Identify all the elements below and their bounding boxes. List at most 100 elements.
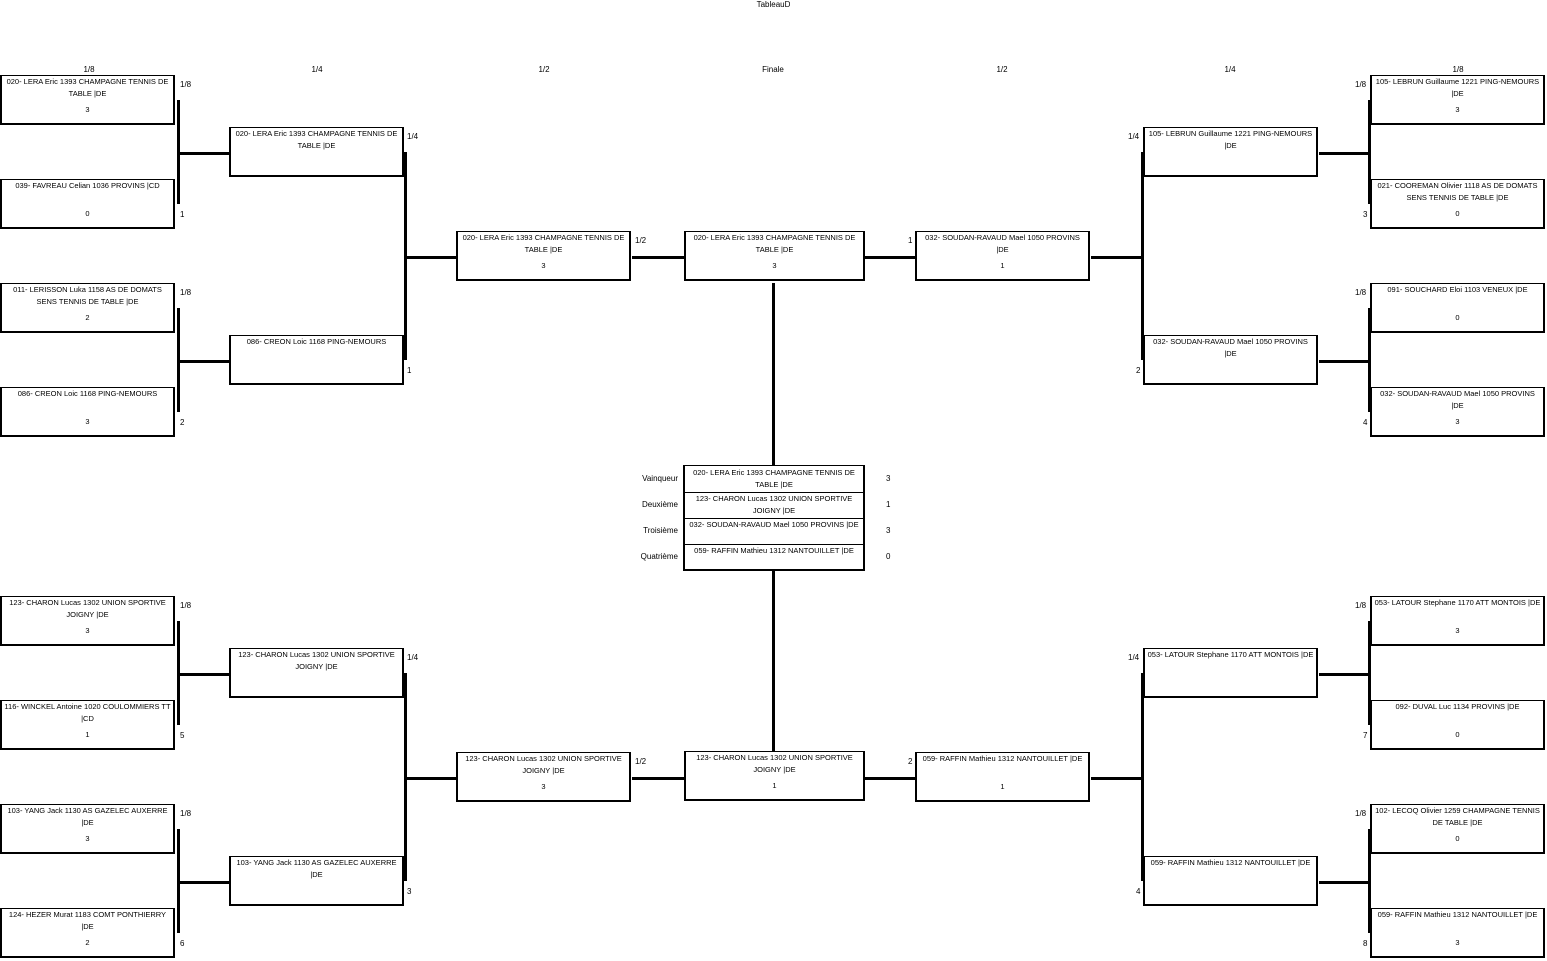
bracket-side-label: 1/8 <box>1355 809 1367 818</box>
podium-score: 3 <box>886 526 891 535</box>
bracket-connector <box>177 829 180 933</box>
bracket-side-label: 1/4 <box>407 132 419 141</box>
player-name: 039- FAVREAU Celian 1036 PROVINS |CD <box>15 181 160 190</box>
player-score: 3 <box>85 626 90 635</box>
bracket-connector <box>407 777 456 780</box>
bracket-connector <box>177 621 180 725</box>
podium-box: 020- LERA Eric 1393 CHAMPAGNE TENNIS DE … <box>683 465 865 571</box>
bracket-connector <box>772 571 775 751</box>
bracket-side-label: 4 <box>1136 887 1141 896</box>
match-box: 091- SOUCHARD Eloi 1103 VENEUX |DE 0 <box>1370 283 1545 333</box>
podium-place-label: Vainqueur <box>642 474 678 483</box>
player-name: 011- LERISSON Luka 1158 AS DE DOMATS SEN… <box>13 285 162 306</box>
player-name: 053- LATOUR Stephane 1170 ATT MONTOIS |D… <box>1147 650 1314 659</box>
player-score: 3 <box>85 105 90 114</box>
bracket-side-label: 1/8 <box>180 601 192 610</box>
player-score: 3 <box>1455 626 1460 635</box>
match-box: 020- LERA Eric 1393 CHAMPAGNE TENNIS DE … <box>456 231 631 281</box>
bracket-side-label: 3 <box>1363 210 1368 219</box>
match-box: 123- CHARON Lucas 1302 UNION SPORTIVE JO… <box>0 596 175 646</box>
player-name: 086- CREON Loic 1168 PING-NEMOURS <box>246 337 387 346</box>
player-score: 3 <box>1455 938 1460 947</box>
player-name: 091- SOUCHARD Eloi 1103 VENEUX |DE <box>1387 285 1528 294</box>
player-name: 032- SOUDAN-RAVAUD Mael 1050 PROVINS |DE <box>1380 389 1535 410</box>
match-box: 053- LATOUR Stephane 1170 ATT MONTOIS |D… <box>1370 596 1545 646</box>
podium-place-label: Deuxième <box>641 500 678 509</box>
player-name: 059- RAFFIN Mathieu 1312 NANTOUILLET |DE <box>1150 858 1311 867</box>
podium-place-label: Troisième <box>643 526 678 535</box>
player-score: 3 <box>541 782 546 791</box>
player-score: 0 <box>1455 313 1460 322</box>
match-box: 039- FAVREAU Celian 1036 PROVINS |CD 0 <box>0 179 175 229</box>
bracket-connector <box>1368 829 1371 933</box>
player-score: 3 <box>85 417 90 426</box>
player-name: 124- HEZER Murat 1183 COMT PONTHIERRY |D… <box>8 910 167 931</box>
page-title: TableauD <box>756 0 791 9</box>
bracket-connector <box>632 256 684 259</box>
player-name: 059- RAFFIN Mathieu 1312 NANTOUILLET |DE <box>1377 910 1538 919</box>
player-name: 086- CREON Loic 1168 PING-NEMOURS <box>17 389 158 398</box>
match-box: 020- LERA Eric 1393 CHAMPAGNE TENNIS DE … <box>229 127 404 177</box>
match-box: 020- LERA Eric 1393 CHAMPAGNE TENNIS DE … <box>0 75 175 125</box>
bracket-side-label: 1/8 <box>1355 80 1367 89</box>
bracket-side-label: 1/4 <box>1128 653 1140 662</box>
bracket-connector <box>632 777 684 780</box>
match-box: 124- HEZER Murat 1183 COMT PONTHIERRY |D… <box>0 908 175 958</box>
bracket-connector <box>177 100 180 204</box>
player-score: 3 <box>1455 105 1460 114</box>
bracket-connector <box>1319 360 1368 363</box>
player-name: 020- LERA Eric 1393 CHAMPAGNE TENNIS DE … <box>462 233 625 254</box>
bracket-side-label: 1/8 <box>180 809 192 818</box>
bracket-connector <box>1319 881 1368 884</box>
player-score: 3 <box>772 261 777 270</box>
podium-first-name: 020- LERA Eric 1393 CHAMPAGNE TENNIS DE … <box>693 468 855 489</box>
player-name: 021- COOREMAN Olivier 1118 AS DE DOMATS … <box>1377 181 1538 202</box>
player-name: 020- LERA Eric 1393 CHAMPAGNE TENNIS DE … <box>235 129 398 150</box>
match-box: 020- LERA Eric 1393 CHAMPAGNE TENNIS DE … <box>684 231 865 281</box>
match-box: 123- CHARON Lucas 1302 UNION SPORTIVE JO… <box>456 752 631 802</box>
bracket-connector <box>1141 673 1144 881</box>
bracket-side-label: 2 <box>180 418 185 427</box>
bracket-side-label: 4 <box>1363 418 1368 427</box>
bracket-side-label: 1/8 <box>180 80 192 89</box>
bracket-connector <box>864 777 915 780</box>
bracket-side-label: 1/4 <box>407 653 419 662</box>
bracket-side-label: 2 <box>908 757 913 766</box>
player-score: 1 <box>1000 782 1005 791</box>
bracket-side-label: 1/8 <box>180 288 192 297</box>
round-label: 1/8 <box>1452 65 1464 74</box>
bracket-side-label: 1 <box>180 210 185 219</box>
match-box: 116- WINCKEL Antoine 1020 COULOMMIERS TT… <box>0 700 175 750</box>
match-box: 102- LECOQ Olivier 1259 CHAMPAGNE TENNIS… <box>1370 804 1545 854</box>
podium-divider <box>685 492 863 493</box>
bracket-side-label: 5 <box>180 731 185 740</box>
player-name: 105- LEBRUN Guillaume 1221 PING-NEMOURS … <box>1375 77 1540 98</box>
player-score: 3 <box>1455 417 1460 426</box>
player-score: 1 <box>1000 261 1005 270</box>
round-label: 1/8 <box>83 65 95 74</box>
player-name: 123- CHARON Lucas 1302 UNION SPORTIVE JO… <box>696 753 853 774</box>
match-box: 032- SOUDAN-RAVAUD Mael 1050 PROVINS |DE… <box>1370 387 1545 437</box>
player-name: 032- SOUDAN-RAVAUD Mael 1050 PROVINS |DE <box>1153 337 1308 358</box>
round-label: 1/4 <box>1224 65 1236 74</box>
podium-divider <box>685 544 863 545</box>
bracket-connector <box>1368 100 1371 204</box>
bracket-connector <box>1319 152 1368 155</box>
player-name: 102- LECOQ Olivier 1259 CHAMPAGNE TENNIS… <box>1375 806 1540 827</box>
match-box: 032- SOUDAN-RAVAUD Mael 1050 PROVINS |DE <box>1143 335 1318 385</box>
bracket-side-label: 1/2 <box>635 757 647 766</box>
round-label: 1/4 <box>311 65 323 74</box>
match-box: 032- SOUDAN-RAVAUD Mael 1050 PROVINS |DE… <box>915 231 1090 281</box>
player-score: 0 <box>1455 209 1460 218</box>
bracket-connector <box>1368 621 1371 725</box>
round-label: 1/2 <box>538 65 550 74</box>
player-score: 0 <box>85 209 90 218</box>
bracket-side-label: 1/8 <box>1355 601 1367 610</box>
podium-third-name: 032- SOUDAN-RAVAUD Mael 1050 PROVINS |DE <box>689 520 859 529</box>
player-name: 092- DUVAL Luc 1134 PROVINS |DE <box>1395 702 1520 711</box>
match-box: 123- CHARON Lucas 1302 UNION SPORTIVE JO… <box>229 648 404 698</box>
player-name: 123- CHARON Lucas 1302 UNION SPORTIVE JO… <box>238 650 395 671</box>
bracket-connector <box>180 673 229 676</box>
match-box: 053- LATOUR Stephane 1170 ATT MONTOIS |D… <box>1143 648 1318 698</box>
